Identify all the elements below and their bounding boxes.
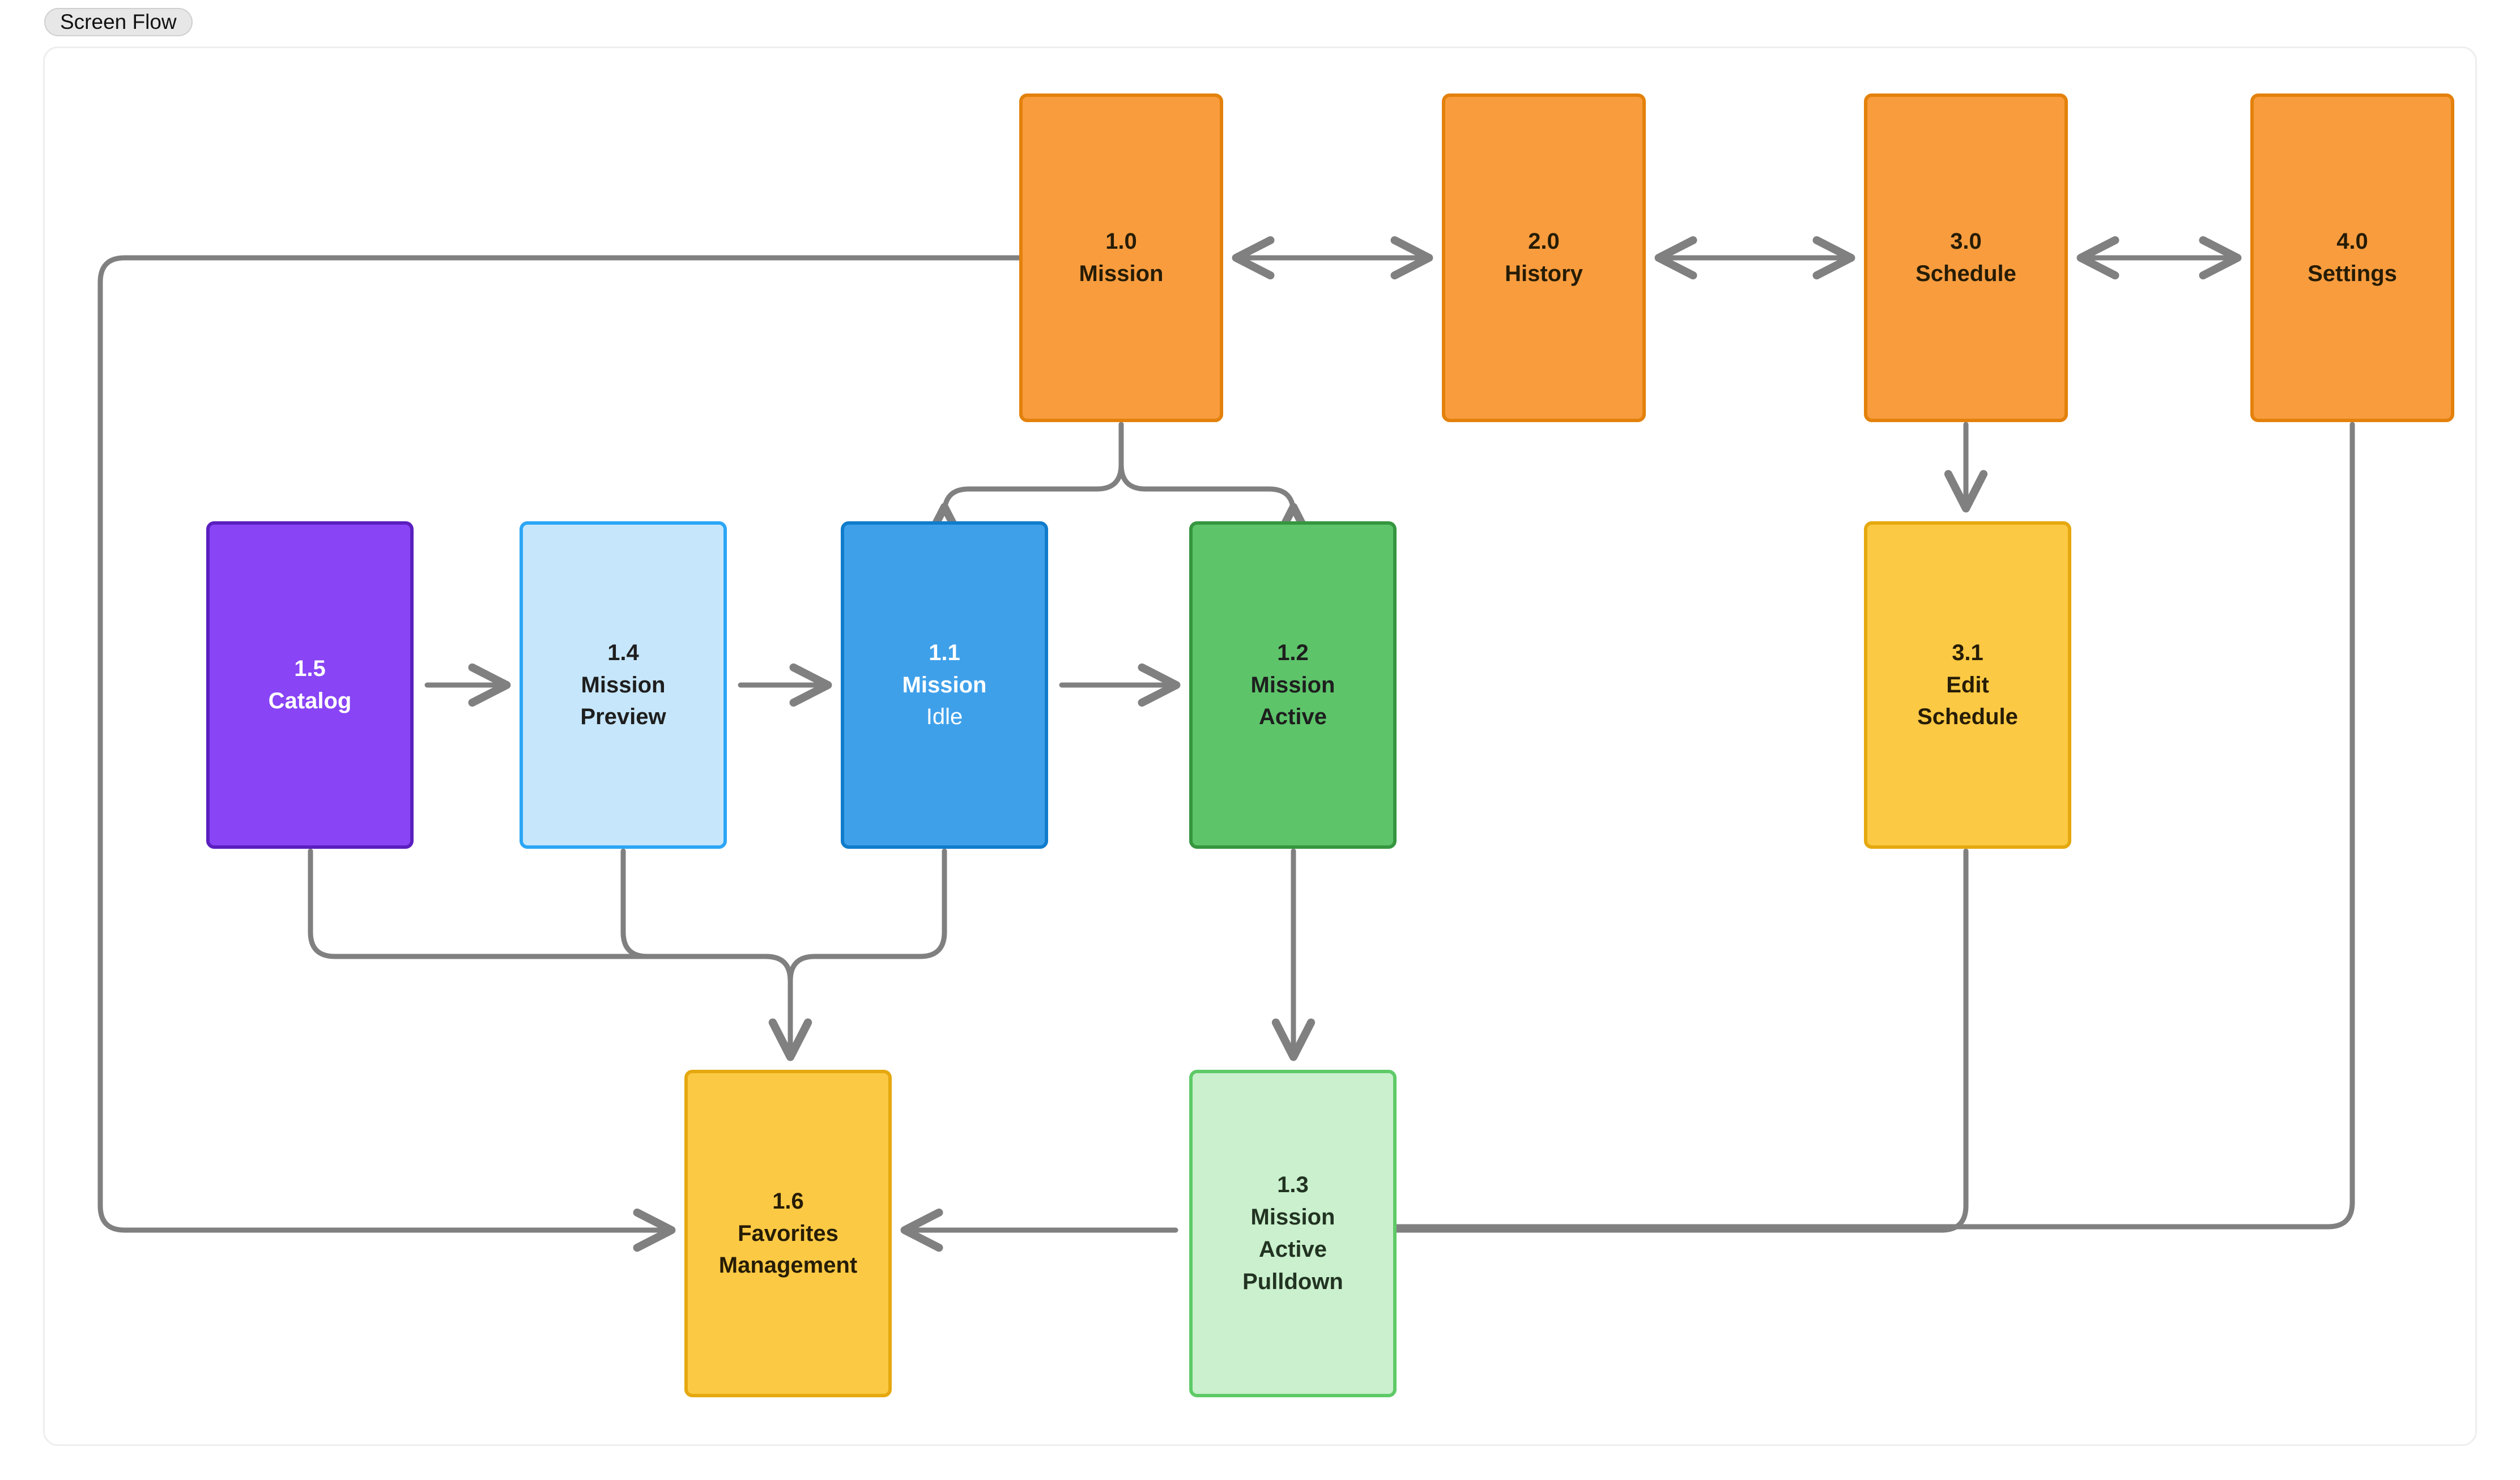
node-label-line: Mission — [1250, 672, 1335, 698]
tab-label: Screen Flow — [60, 10, 177, 33]
node-label-line: Schedule — [1915, 261, 2016, 286]
node-label-line: Mission — [1250, 1205, 1335, 1230]
node-label-line: Preview — [580, 704, 666, 730]
node-number: 2.0 — [1528, 229, 1560, 254]
node-label-line: Active — [1258, 1237, 1327, 1262]
node-label-line: Management — [718, 1253, 858, 1278]
node-number: 3.0 — [1950, 229, 1982, 254]
node-number: 1.2 — [1277, 640, 1309, 665]
node-label-line: Pulldown — [1242, 1269, 1343, 1294]
node-number: 1.6 — [772, 1188, 804, 1214]
node-number: 1.3 — [1277, 1172, 1309, 1198]
node-label-line: Mission — [1079, 261, 1164, 286]
node-label-line: Mission — [581, 672, 666, 698]
node-number: 1.0 — [1105, 229, 1137, 254]
node-label-line: Favorites — [738, 1220, 838, 1246]
node-number: 1.4 — [607, 640, 639, 665]
node-number: 1.1 — [929, 640, 960, 665]
node-number: 1.5 — [294, 656, 326, 682]
node-label-line: Schedule — [1917, 704, 2018, 730]
node-label-line: History — [1505, 261, 1583, 286]
node-label-line: Catalog — [268, 688, 352, 713]
tab-screen-flow[interactable]: Screen Flow — [44, 8, 193, 36]
node-label-line: Settings — [2308, 261, 2397, 286]
node-number: 4.0 — [2336, 229, 2368, 254]
node-number: 3.1 — [1952, 640, 1983, 665]
node-label-line: Edit — [1946, 672, 1989, 698]
node-label-line: Idle — [926, 704, 963, 730]
node-label-line: Active — [1258, 704, 1327, 730]
node-label-line: Mission — [902, 672, 987, 698]
